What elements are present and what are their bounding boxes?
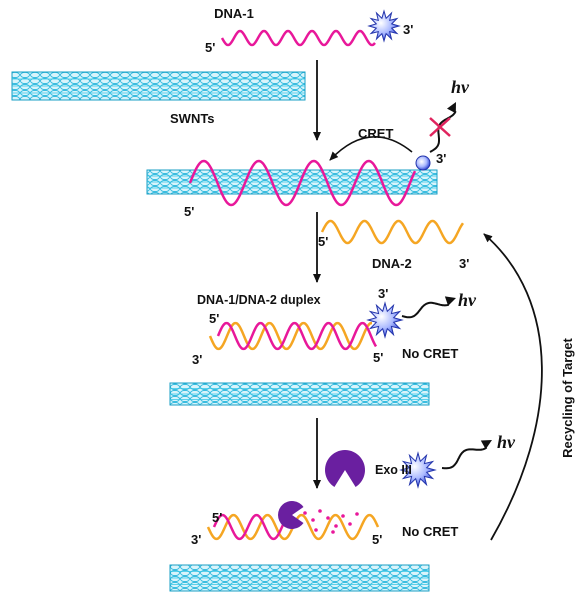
adsorbed-5prime-label: 5' [184, 204, 194, 219]
star-burst-icon [399, 451, 437, 489]
nanotube-2 [146, 169, 438, 195]
released-nucleotide [355, 512, 359, 516]
photon-released [441, 440, 492, 470]
pacman-enzyme-icon [278, 501, 304, 529]
released-nucleotide [341, 514, 345, 518]
digest-3prime-bottom: 3' [191, 532, 201, 547]
duplex-dna2-strand [208, 321, 372, 351]
dna1-3prime-label: 3' [403, 22, 413, 37]
photon-blocked [429, 102, 457, 153]
nanotube-4 [169, 564, 430, 592]
released-nucleotide [348, 522, 352, 526]
quenched-fluorophore-icon [415, 155, 431, 171]
digest-dna1-strand [212, 513, 293, 541]
dna2-3prime-label: 3' [459, 256, 469, 271]
released-nucleotide [331, 530, 335, 534]
x-cross-icon [429, 117, 451, 137]
arrow-layer [313, 60, 543, 541]
released-nucleotide [311, 518, 315, 522]
duplex-dna1-strand [216, 321, 378, 351]
hv-label-middle: hν [458, 290, 477, 310]
nanotube-layer [11, 71, 438, 592]
released-nucleotide [326, 516, 330, 520]
hv-label-bottom: hν [497, 432, 516, 452]
photon-duplex [401, 296, 456, 319]
released-nucleotide [314, 528, 318, 532]
recycling-arrow [483, 233, 543, 541]
hv-label-top: hν [451, 77, 470, 97]
duplex-3prime-bottom: 3' [192, 352, 202, 367]
swnts-label: SWNTs [170, 111, 215, 126]
digest-5prime-bottom: 5' [372, 532, 382, 547]
star-burst-icon [367, 9, 401, 43]
released-nucleotide [303, 511, 307, 515]
dna1-label: DNA-1 [214, 6, 254, 21]
digest-5prime-top: 5' [212, 510, 222, 525]
duplex-label: DNA-1/DNA-2 duplex [197, 293, 321, 307]
dna2-strand [320, 219, 465, 245]
adsorbed-3prime-label: 3' [436, 151, 446, 166]
dna2-5prime-label: 5' [318, 234, 328, 249]
nanotube-1 [11, 71, 306, 101]
nanotube-3 [169, 382, 430, 406]
dna1-5prime-label: 5' [205, 40, 215, 55]
cret-label: CRET [358, 126, 393, 141]
pacman-enzyme-icon [325, 450, 365, 487]
dna2-label: DNA-2 [372, 256, 412, 271]
duplex-5prime-top: 5' [209, 311, 219, 326]
duplex-3prime-top: 3' [378, 286, 388, 301]
no-cret-label-1: No CRET [402, 346, 458, 361]
cret-arrow [329, 135, 413, 161]
dna1-adsorbed-strand [188, 159, 417, 207]
recycling-label: Recycling of Target [560, 338, 575, 458]
star-burst-icon [366, 301, 404, 339]
no-cret-label-2: No CRET [402, 524, 458, 539]
duplex-5prime-bottom: 5' [373, 350, 383, 365]
released-nucleotide [334, 524, 338, 528]
fluorophore-layer [278, 9, 437, 529]
released-nucleotide [318, 509, 322, 513]
exo-label: Exo III [375, 463, 412, 477]
dna1-free-strand [220, 29, 376, 47]
